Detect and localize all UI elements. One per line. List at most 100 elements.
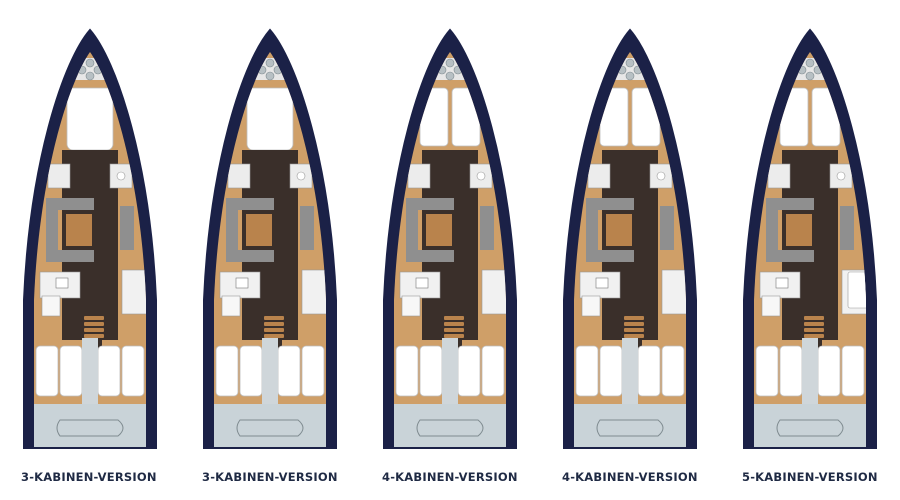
companionway-step: [264, 322, 284, 326]
hull-edge: [743, 28, 877, 449]
saloon-sofa-side: [46, 198, 58, 260]
saloon-sofa-side: [406, 198, 418, 260]
aft-cabin-right-bed-b: [301, 345, 325, 397]
tender-dinghy-icon: [56, 419, 124, 437]
toilet-icon: [836, 171, 846, 181]
aft-cabin-right-bed-b: [661, 345, 685, 397]
galley-sink: [595, 277, 609, 289]
interior-v3: [394, 52, 506, 410]
winch-icon: [265, 58, 275, 68]
cockpit-deck: [394, 404, 506, 448]
saloon-bench-right: [660, 206, 674, 250]
deck-plan-v1: [23, 28, 157, 449]
galley-stove: [401, 295, 421, 317]
layout-card-v5: 5-KABINEN-VERSION: [720, 0, 900, 500]
saloon-table: [246, 214, 272, 246]
hull-edge: [203, 28, 337, 449]
cockpit-deck: [214, 404, 326, 448]
saloon-sofa-bottom: [406, 250, 454, 262]
aft-cabin-right-bed-a: [277, 345, 301, 397]
toilet-icon: [656, 171, 666, 181]
winch-icon: [625, 71, 635, 81]
bow-cap: [792, 30, 828, 64]
companionway-step: [624, 322, 644, 326]
aft-cabin-left-bed-a: [395, 345, 419, 397]
aft-cabin-left-bed-a: [575, 345, 599, 397]
companionway-step: [444, 316, 464, 320]
cockpit-deck: [754, 404, 866, 448]
companionway-step: [444, 328, 464, 332]
fore-cabin-bed: [246, 87, 294, 151]
companionway-step: [804, 334, 824, 338]
saloon-bench-right: [840, 206, 854, 250]
winch-icon: [445, 71, 455, 81]
aft-head: [481, 269, 506, 315]
companionway-step: [264, 316, 284, 320]
galley-sink: [775, 277, 789, 289]
layout-caption-v2: 3-KABINEN-VERSION: [202, 470, 338, 484]
companionway-step: [804, 322, 824, 326]
interior-v5: [754, 52, 866, 410]
tender-dinghy-icon: [236, 419, 304, 437]
winch-icon: [805, 71, 815, 81]
galley-stove: [761, 295, 781, 317]
cockpit-deck: [574, 404, 686, 448]
bow-cap: [252, 30, 288, 64]
aft-cabin-right-bed-b: [121, 345, 145, 397]
saloon-sofa-bottom: [586, 250, 634, 262]
winch-icon: [625, 58, 635, 68]
toilet-icon: [116, 171, 126, 181]
saloon-sofa-bottom: [226, 250, 274, 262]
layout-card-v2: 3-KABINEN-VERSION: [180, 0, 360, 500]
aft-head: [661, 269, 686, 315]
companionway-step: [624, 316, 644, 320]
tender-dinghy-icon: [416, 419, 484, 437]
aft-corridor: [82, 338, 98, 404]
cockpit-deck: [34, 404, 146, 448]
aft-cabin-right-bed-b: [481, 345, 505, 397]
saloon-bench-right: [120, 206, 134, 250]
winch-icon: [85, 71, 95, 81]
companionway-step: [804, 328, 824, 332]
aft-head: [301, 269, 326, 315]
fore-head-left: [587, 163, 611, 189]
saloon-bench-right: [300, 206, 314, 250]
layout-caption-v1: 3-KABINEN-VERSION: [21, 470, 157, 484]
aft-cabin-left-bed-b: [59, 345, 83, 397]
saloon-sofa-side: [226, 198, 238, 260]
galley-stove: [581, 295, 601, 317]
companionway-step: [804, 316, 824, 320]
layout-card-v1: 3-KABINEN-VERSION: [0, 0, 180, 500]
layout-caption-v5: 5-KABINEN-VERSION: [742, 470, 878, 484]
interior-v2: [214, 52, 326, 410]
galley-sink: [55, 277, 69, 289]
saloon-sofa-side: [586, 198, 598, 260]
aft-head: [121, 269, 146, 315]
bow-cap: [72, 30, 108, 64]
companionway-step: [444, 334, 464, 338]
saloon-sofa-bottom: [46, 250, 94, 262]
layout-card-v4: 4-KABINEN-VERSION: [540, 0, 720, 500]
aft-cabin-left-bed-a: [215, 345, 239, 397]
companionway-step: [264, 334, 284, 338]
companionway-step: [624, 328, 644, 332]
aft-cabin-right-bed-b: [841, 345, 865, 397]
saloon-table: [606, 214, 632, 246]
layout-caption-v4: 4-KABINEN-VERSION: [562, 470, 698, 484]
fore-head-left: [47, 163, 71, 189]
bow-cap: [432, 30, 468, 64]
aft-corridor: [622, 338, 638, 404]
aft-cabin-left-bed-b: [779, 345, 803, 397]
bunk-cabin: [847, 271, 866, 309]
companionway-step: [84, 334, 104, 338]
companionway-step: [264, 328, 284, 332]
interior-v4: [574, 52, 686, 410]
interior-v1: [34, 52, 146, 410]
toilet-icon: [476, 171, 486, 181]
saloon-bench-right: [480, 206, 494, 250]
layout-caption-v3: 4-KABINEN-VERSION: [382, 470, 518, 484]
winch-icon: [805, 58, 815, 68]
aft-corridor: [442, 338, 458, 404]
deck-plan-v5: [743, 28, 877, 449]
saloon-table: [66, 214, 92, 246]
